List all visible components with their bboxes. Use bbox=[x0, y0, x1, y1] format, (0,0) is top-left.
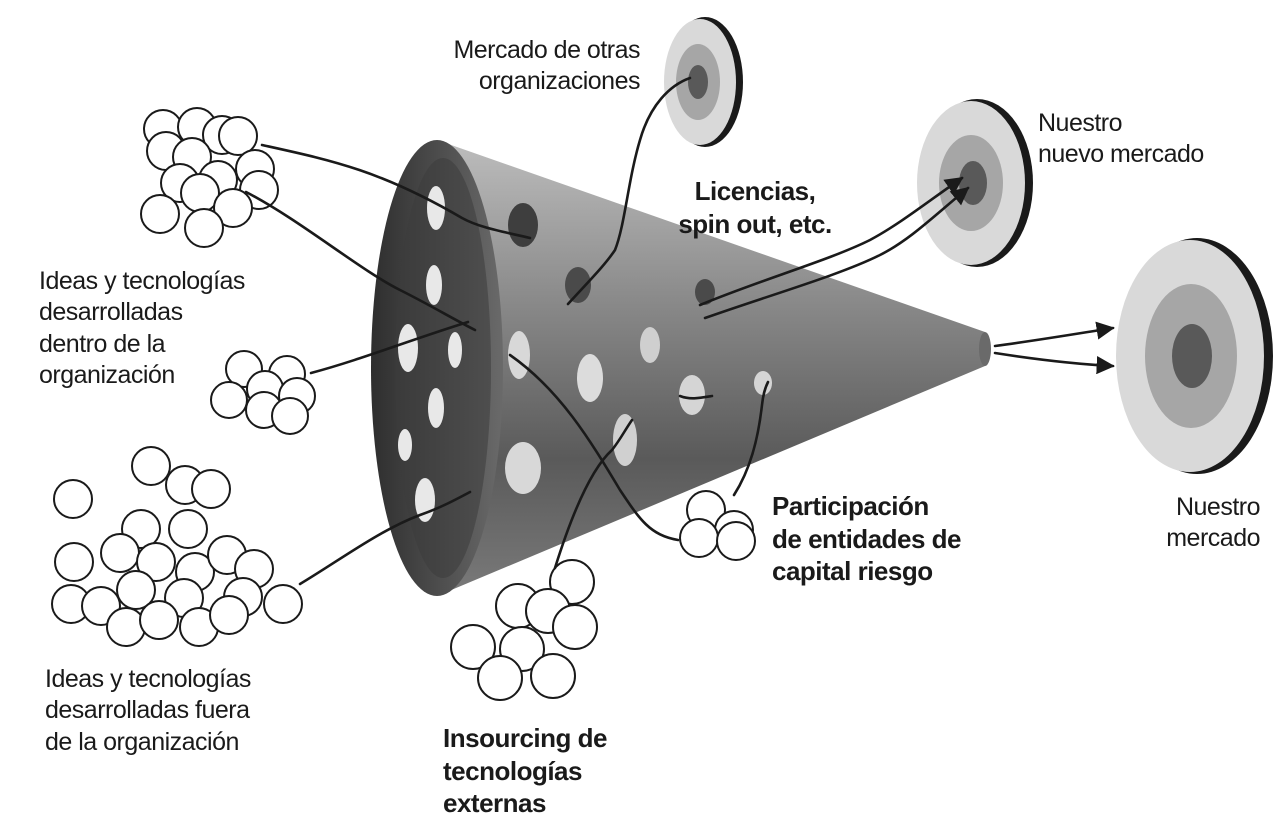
label-line: dentro de la bbox=[39, 329, 166, 358]
label-nuestro-mercado: Nuestro mercado bbox=[1120, 492, 1260, 555]
label-line: Ideas y tecnologías bbox=[45, 665, 251, 693]
bubbles-bottom-left bbox=[51, 446, 303, 647]
label-line: Nuestro bbox=[1038, 109, 1123, 137]
label-line: Participación bbox=[772, 491, 929, 521]
flow-lines bbox=[244, 76, 1115, 586]
bubbles-participacion bbox=[679, 490, 756, 561]
funnel-tip bbox=[979, 332, 991, 366]
label-line: organización bbox=[39, 360, 175, 389]
bubbles-mid-left bbox=[210, 350, 316, 435]
label-line: nuevo mercado bbox=[1038, 140, 1204, 169]
label-line: Ideas y tecnologías bbox=[39, 267, 245, 295]
label-line: mercado bbox=[1166, 524, 1260, 553]
funnel-body bbox=[437, 140, 985, 596]
label-line: Nuestro bbox=[1175, 493, 1261, 521]
label-line: desarrolladas bbox=[39, 298, 183, 327]
label-line: Licencias, bbox=[694, 176, 816, 206]
label-line: de entidades de bbox=[772, 523, 962, 554]
label-insourcing: Insourcing de tecnologías externas bbox=[443, 722, 607, 820]
label-line: de la organización bbox=[45, 727, 239, 756]
label-line: spin out, etc. bbox=[678, 208, 832, 239]
label-line: tecnologías bbox=[443, 755, 582, 786]
label-line: Insourcing de bbox=[443, 723, 607, 753]
label-line: capital riesgo bbox=[772, 556, 933, 586]
label-line: externas bbox=[443, 788, 546, 818]
label-mercado-otras-organizaciones: Mercado de otras organizaciones bbox=[400, 35, 640, 98]
funnel-holes bbox=[398, 186, 772, 522]
label-participacion: Participación de entidades de capital ri… bbox=[772, 490, 962, 588]
bubbles-insourcing bbox=[450, 559, 598, 701]
bubbles-top-left bbox=[140, 107, 279, 248]
label-licencias: Licencias, spin out, etc. bbox=[650, 175, 860, 240]
label-line: Mercado de otras bbox=[453, 36, 640, 64]
label-line: desarrolladas fuera bbox=[45, 696, 250, 725]
label-ideas-dentro: Ideas y tecnologías desarrolladas dentro… bbox=[39, 266, 245, 391]
label-line: organizaciones bbox=[478, 67, 641, 96]
label-nuestro-nuevo-mercado: Nuestro nuevo mercado bbox=[1038, 108, 1204, 171]
funnel bbox=[371, 140, 991, 596]
target-otras-organizaciones bbox=[664, 17, 743, 147]
target-nuevo-mercado bbox=[917, 99, 1033, 267]
label-ideas-fuera: Ideas y tecnologías desarrolladas fuera … bbox=[45, 664, 251, 758]
target-nuestro-mercado bbox=[1116, 238, 1273, 474]
